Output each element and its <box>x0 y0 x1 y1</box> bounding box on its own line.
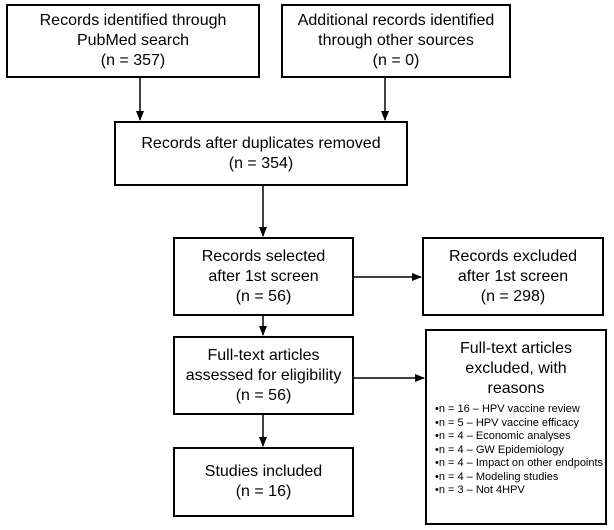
reason-item: n = 4 – Impact on other endpoints <box>435 457 605 471</box>
box-line: PubMed search <box>76 32 190 49</box>
records-identified-pubmed-box: Records identified through PubMed search… <box>6 4 260 78</box>
box-line: after 1st screen <box>208 267 319 285</box>
box-line: Records excluded <box>448 247 578 265</box>
reason-item: n = 3 – Not 4HPV <box>435 484 605 498</box>
box-line: reasons <box>487 380 545 397</box>
box-line: Full-text articles <box>459 340 573 357</box>
box-line: assessed for eligibility <box>185 366 342 384</box>
box-count: (n = 354) <box>228 154 294 172</box>
reason-item: n = 4 – Economic analyses <box>435 430 605 444</box>
box-line: Records selected <box>201 247 326 265</box>
records-after-duplicates-box: Records after duplicates removed (n = 35… <box>114 121 408 186</box>
records-excluded-box: Records excluded after 1st screen (n = 2… <box>422 237 604 316</box>
box-line: Records after duplicates removed <box>141 134 381 152</box>
box-line: Records identified through <box>39 12 227 29</box>
reason-item: n = 5 – HPV vaccine efficacy <box>435 417 605 431</box>
box-count: (n = 56) <box>235 287 292 305</box>
fulltext-excluded-box: Full-text articles excluded, with reason… <box>425 329 607 525</box>
reason-item: n = 4 – GW Epidemiology <box>435 444 605 458</box>
box-line: Studies included <box>204 463 323 480</box>
fulltext-assessed-box: Full-text articles assessed for eligibil… <box>173 336 354 415</box>
studies-included-box: Studies included (n = 16) <box>173 447 354 517</box>
box-count: (n = 56) <box>235 386 292 404</box>
additional-records-box: Additional records identified through ot… <box>281 4 511 78</box>
box-count: (n = 16) <box>235 483 292 500</box>
box-line: through other sources <box>318 32 474 49</box>
box-count: (n = 298) <box>480 287 546 305</box>
records-selected-box: Records selected after 1st screen (n = 5… <box>173 237 354 316</box>
box-count: (n = 357) <box>100 52 166 69</box>
reason-item: n = 4 – Modeling studies <box>435 471 605 485</box>
reason-item: n = 16 – HPV vaccine review <box>435 403 605 417</box>
box-line: after 1st screen <box>457 267 569 285</box>
box-line: excluded, with <box>465 360 567 377</box>
exclusion-reasons-list: n = 16 – HPV vaccine review n = 5 – HPV … <box>427 403 605 498</box>
box-line: Full-text articles <box>207 346 320 364</box>
box-line: Additional records identified <box>297 12 495 29</box>
box-count: (n = 0) <box>372 52 420 69</box>
